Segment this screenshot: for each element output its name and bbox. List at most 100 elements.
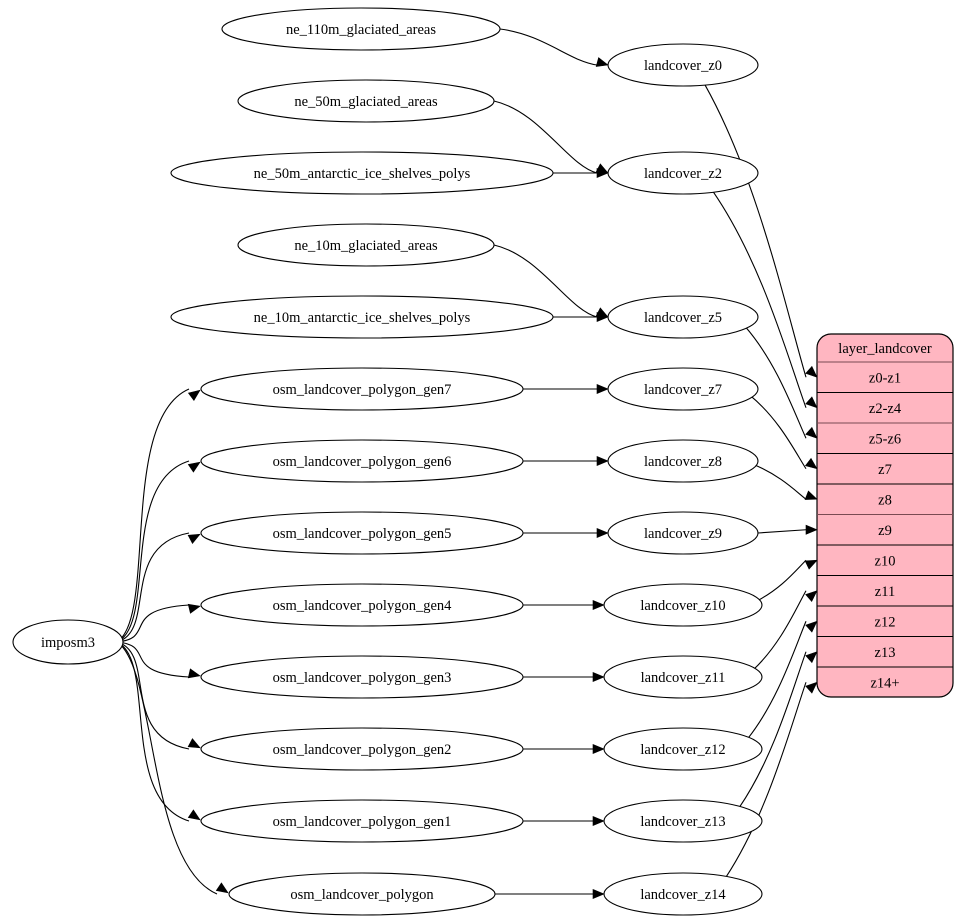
node-ne_10m_glaciated_areas[interactable]: ne_10m_glaciated_areas xyxy=(237,223,495,267)
node-imposm3-label: imposm3 xyxy=(41,635,95,651)
node-osm_landcover_polygon[interactable]: osm_landcover_polygon xyxy=(228,872,496,916)
node-landcover_z0-label: landcover_z0 xyxy=(644,58,722,74)
edge-ne110m-to-landcover_z0 xyxy=(499,28,598,66)
edge-ne10m-glaciated-to-landcover_z5 xyxy=(493,244,598,318)
layer-table-cell-z11[interactable]: z11 xyxy=(875,584,895,600)
layer-landcover-table: layer_landcoverz0-z1z2-z4z5-z6z7z8z9z10z… xyxy=(816,333,954,698)
edge-landcover_z7-to-row-z7 xyxy=(749,395,807,470)
node-ne_10m_antarctic_ice_shelves_polys-shape xyxy=(170,295,554,339)
node-landcover_z7-label: landcover_z7 xyxy=(644,382,722,398)
node-landcover_z2-shape xyxy=(607,151,759,195)
edge-imposm3-to-osm_landcover_polygon_gen1 xyxy=(116,641,190,822)
node-landcover_z7[interactable]: landcover_z7 xyxy=(607,367,759,411)
node-landcover_z14[interactable]: landcover_z14 xyxy=(603,872,763,916)
node-landcover_z5-label: landcover_z5 xyxy=(644,310,722,326)
layer-table-cell-z8[interactable]: z8 xyxy=(878,492,892,508)
arrow-head-to-osm_landcover_polygon_gen7 xyxy=(187,389,201,402)
arrow-head-to-osm_landcover_polygon_gen3 xyxy=(187,668,201,679)
arrow-head-row-z7 xyxy=(804,457,818,470)
node-osm_landcover_polygon_gen6-label: osm_landcover_polygon_gen6 xyxy=(273,454,452,470)
arrow-head-edge-osm_landcover_polygon_gen2-to-landcover_z12 xyxy=(592,743,605,755)
node-osm_landcover_polygon_gen5[interactable]: osm_landcover_polygon_gen5 xyxy=(200,511,524,555)
layer-table-cell-z0-z1[interactable]: z0-z1 xyxy=(869,370,901,386)
node-osm_landcover_polygon_gen7-shape xyxy=(200,367,524,411)
node-ne_10m_antarctic_ice_shelves_polys-label: ne_10m_antarctic_ice_shelves_polys xyxy=(254,310,471,326)
node-osm_landcover_polygon_gen2-label: osm_landcover_polygon_gen2 xyxy=(273,742,452,758)
node-landcover_z0[interactable]: landcover_z0 xyxy=(607,43,759,87)
layer-table-cell-z13[interactable]: z13 xyxy=(875,645,896,661)
arrow-head-to-osm_landcover_polygon_gen6 xyxy=(187,461,201,473)
node-landcover_z5[interactable]: landcover_z5 xyxy=(607,295,759,339)
node-landcover_z13[interactable]: landcover_z13 xyxy=(603,799,763,843)
node-landcover_z10-shape xyxy=(603,583,763,627)
node-landcover_z11[interactable]: landcover_z11 xyxy=(603,655,763,699)
edge-imposm3-to-osm_landcover_polygon_gen3 xyxy=(116,641,190,678)
layer-table-cell-z7[interactable]: z7 xyxy=(878,462,892,478)
arrow-head-edge-ne10m-antarctic-to-landcover_z5 xyxy=(596,311,609,323)
node-osm_landcover_polygon_gen2-shape xyxy=(200,727,524,771)
layer-table-cell-z14+[interactable]: z14+ xyxy=(870,675,899,691)
node-osm_landcover_polygon_gen4[interactable]: osm_landcover_polygon_gen4 xyxy=(200,583,524,627)
node-landcover_z12-shape xyxy=(603,727,763,771)
edge-imposm3-to-osm_landcover_polygon_gen5 xyxy=(116,532,190,643)
node-landcover_z10-label: landcover_z10 xyxy=(640,598,725,614)
node-osm_landcover_polygon_gen6-shape xyxy=(200,439,524,483)
edge-ne50m-glaciated-to-landcover_z2 xyxy=(493,100,598,174)
edge-imposm3-to-osm_landcover_polygon_gen2 xyxy=(116,641,190,750)
arrow-head-edge-osm_landcover_polygon_gen7-to-landcover_z7 xyxy=(596,383,609,395)
arrow-head-row-z5-z6 xyxy=(805,426,818,439)
node-ne_50m_glaciated_areas[interactable]: ne_50m_glaciated_areas xyxy=(237,79,495,123)
node-osm_landcover_polygon_gen5-shape xyxy=(200,511,524,555)
node-ne_50m_antarctic_ice_shelves_polys-shape xyxy=(170,151,554,195)
arrow-head-to-osm_landcover_polygon_gen2 xyxy=(187,738,201,749)
layer-table-cell-z5-z6[interactable]: z5-z6 xyxy=(869,431,901,447)
node-ne_110m_glaciated_areas-shape xyxy=(221,7,501,51)
node-landcover_z5-shape xyxy=(607,295,759,339)
edge-landcover_z14-to-row-z14+ xyxy=(725,682,807,878)
node-landcover_z0-shape xyxy=(607,43,759,87)
node-landcover_z9[interactable]: landcover_z9 xyxy=(607,511,759,555)
edge-landcover_z5-to-row-z5-z6 xyxy=(744,326,807,439)
node-landcover_z8[interactable]: landcover_z8 xyxy=(607,439,759,483)
node-ne_50m_antarctic_ice_shelves_polys[interactable]: ne_50m_antarctic_ice_shelves_polys xyxy=(170,151,554,195)
edge-landcover_z10-to-row-z10 xyxy=(755,559,807,602)
node-ne_10m_glaciated_areas-shape xyxy=(237,223,495,267)
node-ne_50m_glaciated_areas-label: ne_50m_glaciated_areas xyxy=(294,94,438,110)
node-osm_landcover_polygon_gen1[interactable]: osm_landcover_polygon_gen1 xyxy=(200,799,524,843)
node-landcover_z9-label: landcover_z9 xyxy=(644,526,722,542)
arrow-head-row-z10 xyxy=(804,559,818,570)
node-landcover_z9-shape xyxy=(607,511,759,555)
arrow-head-row-z14+ xyxy=(805,681,818,694)
node-ne_110m_glaciated_areas[interactable]: ne_110m_glaciated_areas xyxy=(221,7,501,51)
node-landcover_z7-shape xyxy=(607,367,759,411)
node-landcover_z10[interactable]: landcover_z10 xyxy=(603,583,763,627)
node-imposm3[interactable]: imposm3 xyxy=(12,619,124,665)
node-osm_landcover_polygon_gen4-shape xyxy=(200,583,524,627)
edge-landcover_z13-to-row-z13 xyxy=(738,651,807,808)
edge-landcover_z12-to-row-z12 xyxy=(747,621,807,740)
node-ne_110m_glaciated_areas-label: ne_110m_glaciated_areas xyxy=(286,22,436,38)
node-landcover_z2[interactable]: landcover_z2 xyxy=(607,151,759,195)
arrow-head-edge-osm_landcover_polygon_gen3-to-landcover_z11 xyxy=(592,671,605,683)
layer-table-cell-z2-z4[interactable]: z2-z4 xyxy=(869,401,902,417)
node-landcover_z12[interactable]: landcover_z12 xyxy=(603,727,763,771)
node-osm_landcover_polygon_gen7[interactable]: osm_landcover_polygon_gen7 xyxy=(200,367,524,411)
edge-landcover_z0-to-row-z0-z1 xyxy=(704,84,807,378)
node-osm_landcover_polygon_gen1-shape xyxy=(200,799,524,843)
layer-table-cell-z9[interactable]: z9 xyxy=(878,523,892,539)
arrow-head-row-z13 xyxy=(805,651,818,664)
arrow-head-to-osm_landcover_polygon xyxy=(215,882,229,894)
arrow-head-to-osm_landcover_polygon_gen4 xyxy=(187,603,201,614)
node-ne_10m_glaciated_areas-label: ne_10m_glaciated_areas xyxy=(294,238,438,254)
node-ne_10m_antarctic_ice_shelves_polys[interactable]: ne_10m_antarctic_ice_shelves_polys xyxy=(170,295,554,339)
node-osm_landcover_polygon_gen1-label: osm_landcover_polygon_gen1 xyxy=(273,814,452,830)
layer-table-cell-z12[interactable]: z12 xyxy=(875,614,896,630)
layer-table-cell-z10[interactable]: z10 xyxy=(875,553,896,569)
node-osm_landcover_polygon_gen3[interactable]: osm_landcover_polygon_gen3 xyxy=(200,655,524,699)
edge-landcover_z2-to-row-z2-z4 xyxy=(712,191,807,408)
node-osm_landcover_polygon_gen2[interactable]: osm_landcover_polygon_gen2 xyxy=(200,727,524,771)
node-landcover_z8-shape xyxy=(607,439,759,483)
node-landcover_z13-shape xyxy=(603,799,763,843)
node-osm_landcover_polygon_gen6[interactable]: osm_landcover_polygon_gen6 xyxy=(200,439,524,483)
arrow-head-row-z9 xyxy=(805,524,818,535)
